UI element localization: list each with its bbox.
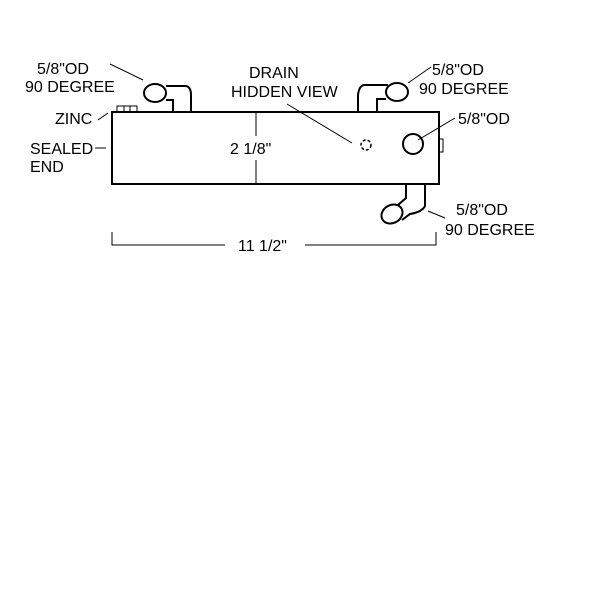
length-dimension-line [111, 232, 437, 246]
label-drain: DRAIN [249, 65, 299, 82]
zinc-anode [116, 105, 138, 113]
label-height: 2 1/8" [230, 141, 271, 158]
bottom-elbow-fitting [380, 184, 426, 225]
label-top-left-od: 5/8"OD [37, 61, 89, 78]
label-sealed: SEALED [30, 141, 93, 158]
leader-top-left [109, 63, 144, 81]
label-bottom-deg: 90 DEGREE [445, 222, 535, 239]
top-right-elbow-fitting [357, 82, 409, 112]
end-tab [438, 138, 444, 153]
side-port [402, 133, 424, 155]
leader-drain [286, 103, 353, 144]
exchanger-body [111, 111, 440, 185]
label-end: END [30, 159, 64, 176]
label-top-left-deg: 90 DEGREE [25, 79, 115, 96]
label-top-right-od: 5/8"OD [432, 62, 484, 79]
leader-side-port [417, 117, 456, 141]
label-hidden-view: HIDDEN VIEW [231, 84, 339, 101]
label-bottom-od: 5/8"OD [456, 202, 508, 219]
label-top-right-deg: 90 DEGREE [419, 81, 509, 98]
leader-zinc [97, 112, 109, 121]
label-length: 11 1/2" [238, 238, 287, 255]
top-left-elbow-fitting [143, 83, 192, 112]
leader-bottom [427, 210, 446, 219]
drain-hidden-icon [360, 139, 372, 151]
label-side-port: 5/8"OD [458, 111, 510, 128]
leader-top-right [407, 66, 432, 84]
label-zinc: ZINC [55, 111, 92, 128]
